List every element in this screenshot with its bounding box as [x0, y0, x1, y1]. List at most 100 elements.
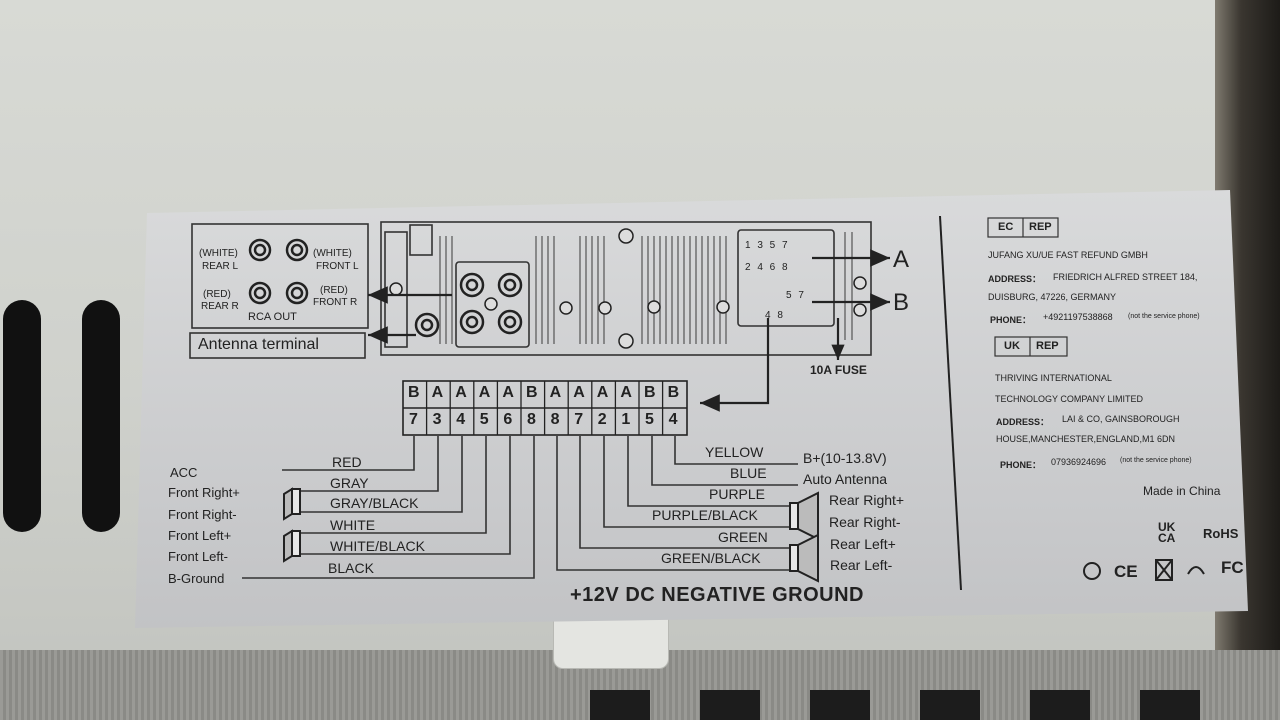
right-wire-color: YELLOW — [705, 444, 764, 460]
right-wire-color: PURPLE/BLACK — [652, 507, 758, 523]
compliance-icons — [1083, 559, 1205, 581]
iso-a-pins-top: 1 3 5 7 — [745, 240, 790, 251]
left-wire-function: Front Right- — [168, 507, 237, 522]
pin-letter: A — [596, 384, 609, 401]
right-wire-color: BLUE — [730, 465, 767, 481]
pin-number: 7 — [409, 411, 418, 428]
right-wire-color: GREEN/BLACK — [661, 550, 761, 566]
ec-address-line1: FRIEDRICH ALFRED STREET 184, — [1053, 272, 1198, 282]
left-wire-color: WHITE/BLACK — [330, 538, 425, 554]
pin-letter: A — [549, 384, 562, 401]
vent-slot-left — [3, 300, 41, 532]
right-wire-color: PURPLE — [709, 486, 766, 502]
pin-number: 6 — [503, 411, 513, 428]
ec-phone-label: PHONE： — [990, 315, 1032, 325]
bottom-slot — [920, 690, 980, 720]
pin-letter: A — [620, 384, 632, 401]
right-wire-function: Rear Left- — [830, 557, 893, 573]
housing-tab — [553, 615, 669, 669]
left-wire-color: WHITE — [330, 517, 376, 533]
uk-company-line1: THRIVING INTERNATIONAL — [995, 373, 1112, 383]
pin-number: 8 — [550, 411, 560, 428]
left-wire-function: Front Left- — [168, 549, 228, 564]
pin-letter: A — [431, 384, 444, 401]
pin-number: 1 — [621, 411, 631, 428]
rohs-mark: RoHS — [1203, 526, 1239, 541]
ec-badge: EC — [998, 221, 1014, 233]
wire-lines — [242, 436, 798, 579]
bottom-slot — [1030, 690, 1090, 720]
uk-phone: 07936924696 — [1051, 457, 1107, 467]
pin-letter: A — [478, 384, 491, 401]
uk-badge: UK — [1004, 340, 1020, 352]
pin-letter: B — [667, 384, 680, 401]
uk-phone-note: (not the service phone) — [1120, 457, 1192, 464]
ce-mark: CE — [1114, 562, 1138, 581]
iso-a-pins-bottom: 2 4 6 8 — [745, 262, 790, 273]
right-wire-color: GREEN — [718, 529, 768, 545]
ukca-mark: UK CA — [1158, 520, 1176, 545]
rca-red-left-label: (RED) — [203, 289, 231, 300]
right-wire-function: B+(10-13.8V) — [803, 450, 887, 466]
left-wire-function: B-Ground — [168, 571, 225, 586]
antenna-terminal-box — [189, 332, 366, 359]
ec-address-line2: DUISBURG, 47226, GERMANY — [988, 292, 1117, 302]
left-wire-function: ACC — [170, 465, 198, 480]
fc-mark: FC — [1221, 558, 1244, 577]
left-wire-color: BLACK — [328, 560, 374, 576]
uk-phone-label: PHONE： — [1000, 460, 1042, 470]
iso-b-pins-top: 5 7 — [786, 290, 806, 301]
iso-connector — [737, 229, 835, 327]
left-wire-color: GRAY — [330, 475, 369, 491]
rca-out-label: RCA OUT — [248, 311, 297, 323]
fuse-label: 10A FUSE — [810, 363, 867, 377]
left-wire-color: GRAY/BLACK — [330, 495, 419, 511]
rca-box — [191, 223, 369, 329]
pin-number: 5 — [479, 411, 489, 428]
left-wire-function: Front Right+ — [168, 485, 240, 500]
left-wire-function: Front Left+ — [168, 528, 232, 543]
pin-letter: A — [573, 384, 585, 401]
bottom-slot — [700, 690, 760, 720]
pin-letter: B — [526, 384, 538, 401]
rca-red-right-label: (RED) — [320, 285, 348, 296]
ec-phone-note: (not the service phone) — [1128, 313, 1200, 320]
uk-address-label: ADDRESS： — [996, 417, 1050, 427]
vent-slot-right — [82, 300, 120, 532]
pin-letter: B — [408, 384, 420, 401]
rca-rear-r-label: REAR R — [201, 301, 239, 312]
uk-rep-badge: REP — [1036, 340, 1059, 352]
iso-a-label: A — [893, 246, 910, 273]
antenna-terminal-label: Antenna terminal — [198, 336, 319, 353]
right-wire-function: Rear Right+ — [829, 492, 905, 508]
pin-letter: A — [502, 384, 514, 401]
ec-company: JUFANG XU/UE FAST REFUND GMBH — [988, 250, 1148, 260]
pin-number: 5 — [645, 411, 654, 428]
uk-address-line2: HOUSE,MANCHESTER,ENGLAND,M1 6DN — [996, 434, 1176, 444]
right-wire-function: Rear Right- — [829, 514, 901, 530]
bottom-slot — [1140, 690, 1200, 720]
bottom-slot — [590, 690, 650, 720]
ec-rep-badge: REP — [1029, 221, 1052, 233]
pin-letter: A — [455, 384, 467, 401]
left-wire-color: RED — [332, 454, 362, 470]
uk-address-line1: LAI & CO, GAINSBOROUGH — [1062, 414, 1180, 424]
iso-b-pins-bottom: 4 8 — [765, 310, 785, 321]
negative-ground-label: +12V DC NEGATIVE GROUND — [570, 584, 864, 606]
uk-company-line2: TECHNOLOGY COMPANY LIMITED — [995, 394, 1144, 404]
ec-phone: +4921197538868 — [1043, 312, 1113, 322]
wiring-label-sticker — [135, 190, 1248, 628]
pin-number: 3 — [432, 411, 442, 428]
iso-b-label: B — [893, 289, 910, 316]
pin-letter: B — [644, 384, 656, 401]
speaker-icons — [283, 487, 819, 583]
right-wire-function: Rear Left+ — [830, 536, 896, 552]
rca-front-l-label: FRONT L — [316, 261, 359, 272]
rca-white-right-label: (WHITE) — [313, 248, 352, 259]
rca-front-r-label: FRONT R — [313, 297, 358, 308]
pin-number: 2 — [597, 411, 607, 428]
ec-address-label: ADDRESS： — [988, 274, 1042, 284]
pin-number: 8 — [527, 411, 536, 428]
made-in-label: Made in China — [1143, 484, 1221, 498]
